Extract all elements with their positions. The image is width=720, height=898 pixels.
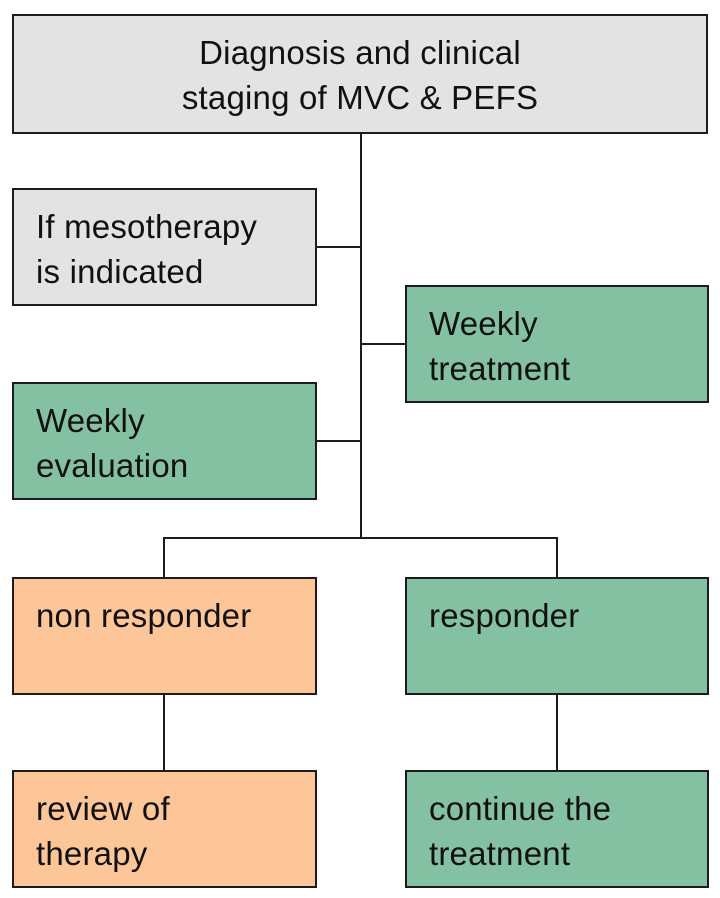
node-text-line: Diagnosis and clinical xyxy=(199,34,521,71)
node-text-line: staging of MVC & PEFS xyxy=(181,79,539,116)
node-weekly-treatment: Weekly treatment xyxy=(405,285,709,403)
node-continue-treatment: continue the treatment xyxy=(405,770,709,888)
node-text-line: is indicated xyxy=(36,253,204,290)
node-review-of-therapy: review of therapy xyxy=(12,770,317,888)
node-text-line: evaluation xyxy=(36,447,189,484)
branch-split-line xyxy=(163,537,558,577)
node-weekly-evaluation: Weekly evaluation xyxy=(12,382,317,500)
node-responder: responder xyxy=(405,577,709,695)
node-text-line: Weekly xyxy=(36,402,145,439)
node-text-line: review of xyxy=(36,790,170,827)
node-mesotherapy-indicated: If mesotherapy is indicated xyxy=(12,188,317,306)
node-diagnosis-staging: Diagnosis and clinical staging of MVC & … xyxy=(12,14,708,134)
node-text-line: If mesotherapy xyxy=(36,208,258,245)
node-text-line: therapy xyxy=(36,835,148,872)
node-text-line: continue the xyxy=(429,790,612,827)
node-text-line: treatment xyxy=(429,350,571,387)
node-text-line: Weekly xyxy=(429,305,538,342)
node-non-responder: non responder xyxy=(12,577,317,695)
node-text-line: non responder xyxy=(36,597,252,634)
node-text-line: treatment xyxy=(429,835,571,872)
node-text-line: responder xyxy=(429,597,580,634)
